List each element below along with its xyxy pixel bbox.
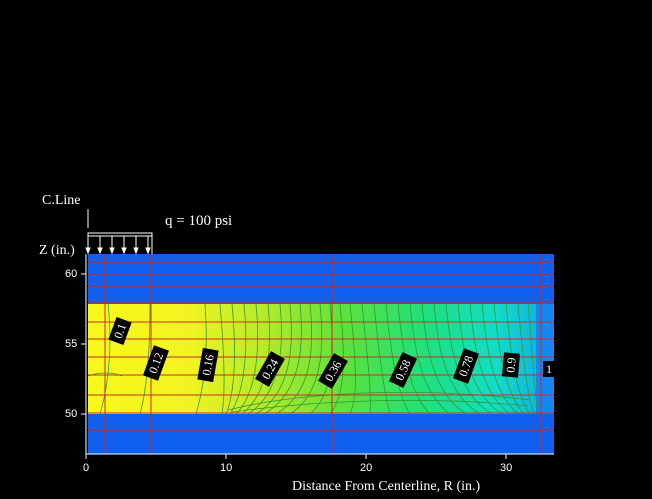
axes xyxy=(81,254,554,459)
contour-label-0: 0.1 xyxy=(111,322,129,341)
contour-label-8: 1 xyxy=(546,362,552,376)
x-axis-label: Distance From Centerline, R (in.) xyxy=(292,479,481,494)
load-label: q = 100 psi xyxy=(165,213,233,229)
bottom-blue-layer xyxy=(88,414,554,454)
contour-label-1: 0.12 xyxy=(146,351,166,376)
y-tick-55: 55 xyxy=(65,338,78,350)
x-tick-0: 0 xyxy=(83,462,90,474)
contour-value-labels: 0.1 0.12 0.16 0.24 0.36 0.58 0.78 0.9 xyxy=(108,316,555,389)
contour-label-2: 0.16 xyxy=(199,353,216,376)
centerline-label: C.Line xyxy=(42,193,81,208)
x-tick-10: 10 xyxy=(220,462,233,474)
x-tick-20: 20 xyxy=(360,462,373,474)
contour-label-6: 0.78 xyxy=(456,354,476,379)
y-tick-60: 60 xyxy=(65,268,78,280)
right-edge-blue xyxy=(536,304,554,414)
load-arrows xyxy=(85,232,153,255)
y-axis-label: Z (in.) xyxy=(39,243,75,258)
y-tick-50: 50 xyxy=(65,408,78,420)
x-tick-30: 30 xyxy=(500,462,513,474)
contour-label-7: 0.9 xyxy=(503,357,518,373)
